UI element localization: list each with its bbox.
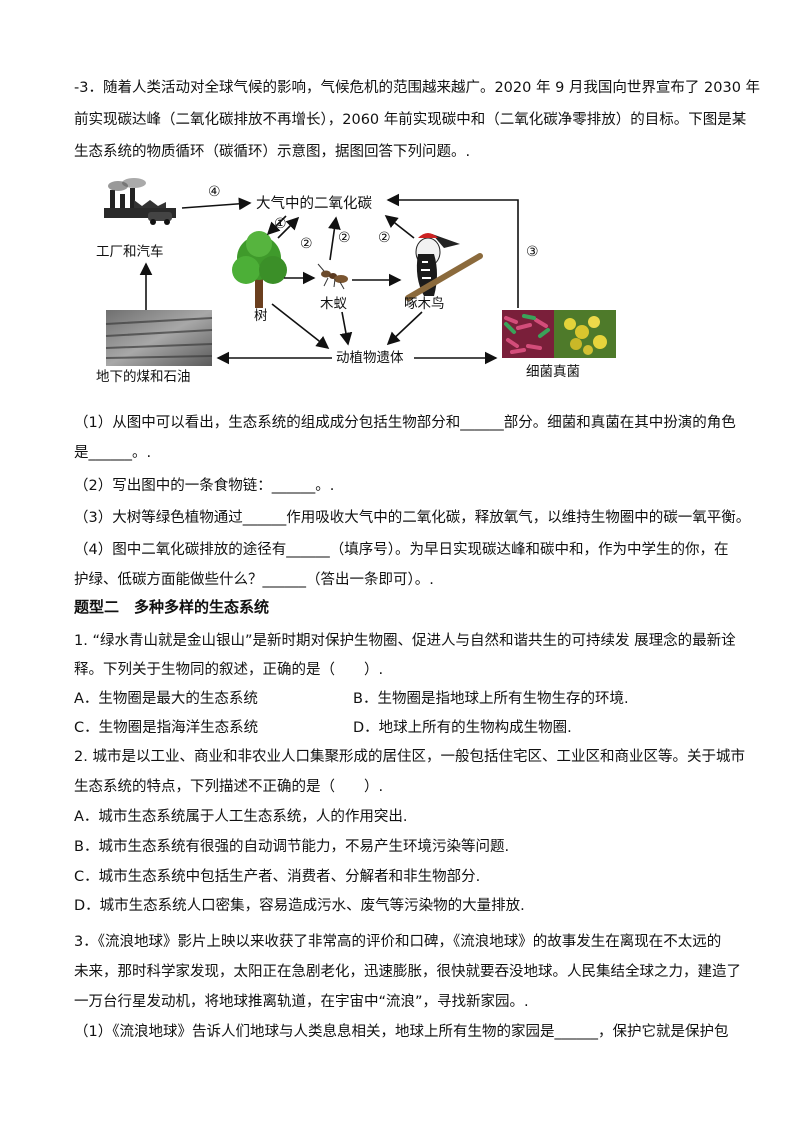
sub-q2: （2）写出图中的一条食物链：______。. (74, 478, 335, 494)
arrow-factory-to-atmosphere (181, 197, 252, 211)
section-heading: 题型二 多种多样的生态系统 (74, 598, 270, 616)
arrow-termite-to-remains (339, 311, 353, 346)
arrow-tree-to-remains (271, 303, 330, 349)
arrow-tree-to-atmosphere (277, 216, 300, 239)
arrow-termite-to-atmosphere (328, 216, 341, 261)
p1-option-b: B．生物圈是指地球上所有生物生存的环境. (353, 691, 629, 707)
arrow-atmosphere-to-tree (266, 215, 287, 236)
p2-line-1: 2. 城市是以工业、商业和非农业人口集聚形成的居住区，一般包括住宅区、工业区和商… (74, 749, 745, 765)
sub-q1-line-2: 是______。. (74, 445, 152, 461)
coal-oil-label: 地下的煤和石油 (96, 369, 191, 385)
marker-3: ③ (526, 244, 539, 260)
tree-icon (232, 231, 287, 308)
marker-2-tree: ② (300, 236, 313, 252)
termite-label: 木蚁 (320, 296, 347, 312)
marker-1: ① (274, 216, 287, 232)
sub-q4-line-2: 护绿、低碳方面能做些什么？______（答出一条即可）。. (74, 572, 434, 588)
factory-label: 工厂和汽车 (96, 243, 164, 260)
p2-line-2: 生态系统的特点，下列描述不正确的是（ ）. (74, 779, 384, 795)
woodpecker-label: 啄木鸟 (404, 296, 445, 312)
sub-q3: （3）大树等绿色植物通过______作用吸收大气中的二氧化碳，释放氧气，以维持生… (74, 510, 751, 526)
carbon-cycle-diagram: 工厂和汽车 大气中的二氧化碳 树 木蚁 (88, 178, 648, 388)
arrow-bacteria-to-atmosphere (386, 193, 519, 308)
p2-option-b: B．城市生态系统有很强的自动调节能力，不易产生环境污染等问题. (74, 839, 510, 855)
arrow-woodpecker-to-remains (386, 311, 423, 346)
factory-icon (104, 178, 176, 225)
p1-line-2: 释。下列关于生物同的叙述，正确的是（ ）. (74, 662, 384, 678)
p3-line-4: （1）《流浪地球》告诉人们地球与人类息息相关，地球上所有生物的家园是______… (74, 1024, 729, 1040)
termite-icon (317, 263, 348, 290)
p2-option-d: D．城市生态系统人口密集，容易造成污水、废气等污染物的大量排放. (74, 898, 525, 914)
atmosphere-label: 大气中的二氧化碳 (256, 195, 372, 212)
p3-line-1: 3．《流浪地球》影片上映以来收获了非常高的评价和口碑，《流浪地球》的故事发生在离… (74, 934, 722, 950)
woodpecker-icon (405, 233, 483, 301)
marker-4: ④ (208, 184, 221, 200)
bacteria-fungi-icon (502, 310, 616, 358)
p3-line-2: 未来，那时科学家发现，太阳正在急剧老化，迅速膨胀，很快就要吞没地球。人民集结全球… (74, 964, 741, 980)
marker-2-termite: ② (338, 230, 351, 246)
sub-q4-line-1: （4）图中二氧化碳排放的途径有______（填序号）。为早日实现碳达峰和碳中和，… (74, 542, 729, 558)
p1-option-c: C．生物圈是指海洋生态系统 (74, 720, 259, 736)
tree-label: 树 (254, 308, 268, 324)
bacteria-fungi-label: 细菌真菌 (526, 364, 580, 380)
sub-q1-line-1: （1）从图中可以看出，生态系统的组成成分包括生物部分和______部分。细菌和真… (74, 415, 736, 431)
p1-line-1: 1. “绿水青山就是金山银山”是新时期对保护生物圈、促进人与自然和谐共生的可持续… (74, 633, 736, 649)
remains-label: 动植物遗体 (336, 350, 404, 366)
p1-option-d: D．地球上所有的生物构成生物圈. (353, 720, 572, 736)
marker-2-woodpecker: ② (378, 230, 391, 246)
arrow-woodpecker-to-atmosphere (384, 215, 415, 239)
p2-option-a: A．城市生态系统属于人工生态系统，人的作用突出. (74, 809, 408, 825)
q3-line-1: -3．随着人类活动对全球气候的影响，气候危机的范围越来越广。2020 年 9 月… (74, 80, 761, 96)
coal-oil-icon (105, 310, 213, 366)
q3-line-3: 生态系统的物质循环（碳循环）示意图，据图回答下列问题。. (74, 144, 471, 160)
p1-option-a: A．生物圈是最大的生态系统 (74, 691, 258, 707)
q3-line-2: 前实现碳达峰（二氧化碳排放不再增长），2060 年前实现碳中和（二氧化碳净零排放… (74, 112, 747, 128)
p2-option-c: C．城市生态系统中包括生产者、消费者、分解者和非生物部分. (74, 869, 481, 885)
p3-line-3: 一万台行星发动机，将地球推离轨道，在宇宙中“流浪”，寻找新家园。. (74, 994, 529, 1010)
